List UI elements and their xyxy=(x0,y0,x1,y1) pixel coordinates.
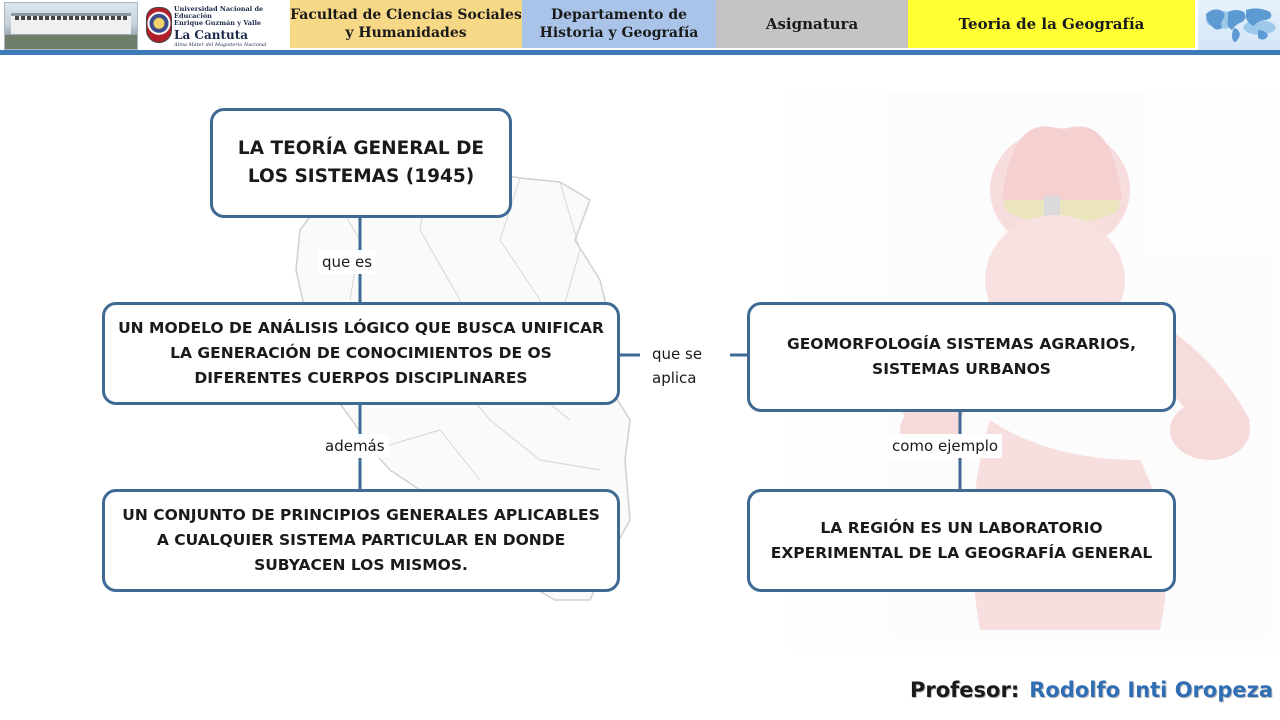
world-map-icon xyxy=(1198,0,1280,50)
node-geomorfologia-text: GEOMORFOLOGÍA SISTEMAS AGRARIOS, SISTEMA… xyxy=(787,335,1136,378)
node-conjunto-principios-text: UN CONJUNTO DE PRINCIPIOS GENERALES APLI… xyxy=(122,506,600,574)
link-label-que-se-aplica: que se aplica xyxy=(652,342,720,390)
node-modelo-analisis-text: UN MODELO DE ANÁLISIS LÓGICO QUE BUSCA U… xyxy=(118,319,604,387)
world-map-graphic xyxy=(1206,8,1272,42)
link-label-que-es: que es xyxy=(318,250,377,274)
node-geomorfologia: GEOMORFOLOGÍA SISTEMAS AGRARIOS, SISTEMA… xyxy=(747,302,1176,412)
link-label-como-ejemplo: como ejemplo xyxy=(888,434,1003,458)
header-departamento: Departamento de Historia y Geografía xyxy=(522,0,716,48)
university-line-1: Universidad Nacional de Educación xyxy=(174,5,264,20)
university-name: Universidad Nacional de Educación Enriqu… xyxy=(174,6,286,48)
node-teoria-general: LA TEORÍA GENERAL DE LOS SISTEMAS (1945) xyxy=(210,108,512,218)
university-seal-icon xyxy=(146,7,172,43)
campus-photo xyxy=(4,2,138,50)
node-teoria-general-text: LA TEORÍA GENERAL DE LOS SISTEMAS (1945) xyxy=(237,138,485,187)
professor-credit: Profesor: Rodolfo Inti Oropeza xyxy=(910,672,1273,708)
university-line-3: La Cantuta xyxy=(174,27,249,42)
header-divider xyxy=(0,50,1280,55)
node-conjunto-principios: UN CONJUNTO DE PRINCIPIOS GENERALES APLI… xyxy=(102,489,620,592)
header-banner: Universidad Nacional de Educación Enriqu… xyxy=(0,0,1280,50)
node-region-laboratorio: LA REGIÓN ES UN LABORATORIO EXPERIMENTAL… xyxy=(747,489,1176,592)
link-label-ademas: además xyxy=(321,434,389,458)
university-line-2: Enrique Guzmán y Valle xyxy=(174,19,262,27)
node-modelo-analisis: UN MODELO DE ANÁLISIS LÓGICO QUE BUSCA U… xyxy=(102,302,620,405)
node-region-laboratorio-text: LA REGIÓN ES UN LABORATORIO EXPERIMENTAL… xyxy=(770,518,1153,562)
header-facultad: Facultad de Ciencias Sociales y Humanida… xyxy=(290,0,522,48)
professor-label: Profesor: xyxy=(910,678,1020,702)
university-motto: Alma Máter del Magisterio Nacional xyxy=(174,41,267,48)
header-curso: Teoria de la Geografía xyxy=(908,0,1195,48)
professor-name: Rodolfo Inti Oropeza xyxy=(1029,678,1273,702)
header-asignatura: Asignatura xyxy=(716,0,908,48)
